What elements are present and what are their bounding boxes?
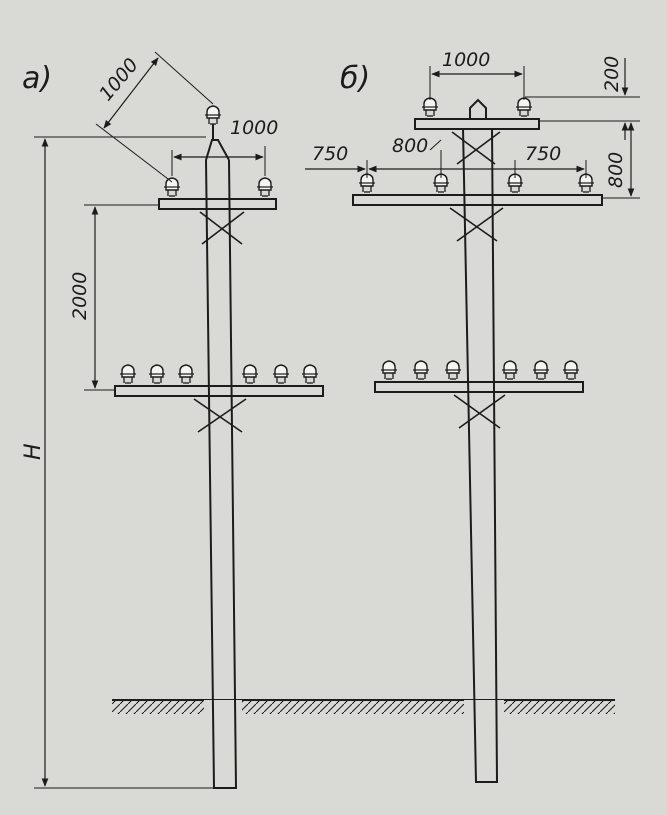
dim-a-height: H (21, 443, 46, 460)
pole-a (114, 105, 324, 789)
brace-lower-a (193, 398, 247, 433)
dim-a-crossarm-spacing: 2000 (69, 272, 91, 320)
insulator-icon (501, 360, 519, 380)
insulator-icon (241, 364, 259, 384)
dimensions-b (305, 58, 640, 199)
dim-b-side-vertical: 800 (605, 152, 627, 188)
crossarm-top-b (414, 118, 540, 130)
dim-b-center: 800 (392, 135, 428, 157)
label-b: б) (340, 61, 370, 96)
insulator-icon (380, 360, 398, 380)
brace-top-b (451, 131, 501, 165)
dimensions-a (34, 51, 266, 789)
crossarm-lower-b (374, 381, 584, 393)
insulator-icon (412, 360, 430, 380)
insulator-icon (515, 97, 533, 117)
dim-b-top-width: 1000 (442, 49, 490, 71)
dim-b-left: 750 (312, 143, 348, 165)
insulator-icon (421, 97, 439, 117)
insulator-icon (163, 177, 181, 197)
pole-b (352, 97, 603, 783)
dim-a-top-horizontal: 1000 (230, 117, 278, 139)
dim-a-top-inclined: 1000 (95, 54, 143, 105)
insulator-icon (119, 364, 137, 384)
insulator-icon (148, 364, 166, 384)
insulator-icon (532, 360, 550, 380)
ground-line (112, 699, 615, 714)
insulator-icon (444, 360, 462, 380)
insulator-icon (272, 364, 290, 384)
crossarm-upper-a (158, 198, 277, 210)
brace-middle-b (449, 207, 504, 242)
insulator-icon (301, 364, 319, 384)
insulator-icon (204, 105, 222, 125)
brace-upper-a (199, 211, 245, 245)
insulator-icon (177, 364, 195, 384)
insulator-icon (562, 360, 580, 380)
dim-b-top-offset: 200 (601, 56, 623, 92)
crossarm-lower-a (114, 385, 324, 397)
brace-lower-b (453, 394, 506, 429)
insulator-icon (256, 177, 274, 197)
crossarm-middle-b (352, 194, 603, 206)
label-a: a) (22, 61, 52, 96)
dim-b-right: 750 (525, 143, 561, 165)
